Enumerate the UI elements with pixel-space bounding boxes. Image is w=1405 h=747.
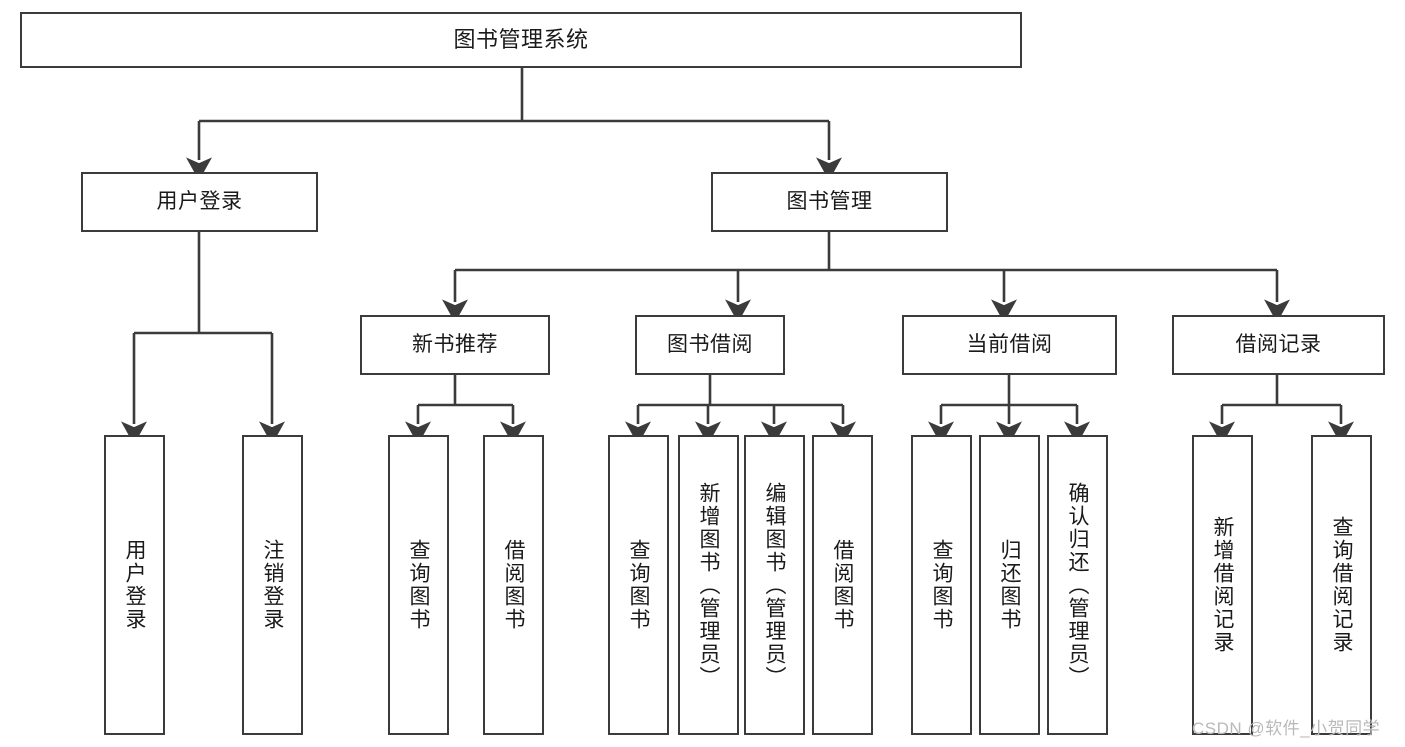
leaf-borrow-add-book-label: 新增图书（管理员） — [697, 481, 720, 689]
leaf-recommend-borrow-book-label: 借阅图书 — [502, 539, 525, 631]
leaf-recommend-query-book-label: 查询图书 — [407, 539, 430, 631]
leaf-recommend-query-book[interactable]: 查询图书 — [388, 435, 449, 735]
node-user-login[interactable]: 用户登录 — [81, 172, 318, 232]
leaf-record-query-record-label: 查询借阅记录 — [1330, 516, 1353, 654]
node-new-book-recommend-label: 新书推荐 — [412, 333, 498, 357]
node-borrow-record-label: 借阅记录 — [1235, 333, 1322, 357]
node-user-login-label: 用户登录 — [156, 190, 243, 214]
csdn-watermark: CSDN @软件_小贺同学 — [1192, 719, 1381, 738]
leaf-user-login-login[interactable]: 用户登录 — [104, 435, 165, 735]
leaf-borrow-borrow-book[interactable]: 借阅图书 — [812, 435, 873, 735]
leaf-current-return-book[interactable]: 归还图书 — [979, 435, 1040, 735]
leaf-current-confirm-return-label: 确认归还（管理员） — [1066, 481, 1089, 689]
leaf-current-query-book[interactable]: 查询图书 — [911, 435, 972, 735]
node-book-borrow[interactable]: 图书借阅 — [635, 315, 785, 375]
node-book-management-label: 图书管理 — [786, 190, 873, 214]
leaf-borrow-add-book[interactable]: 新增图书（管理员） — [678, 435, 739, 735]
leaf-user-login-logout-label: 注销登录 — [261, 539, 284, 631]
node-book-management[interactable]: 图书管理 — [711, 172, 948, 232]
leaf-record-add-record[interactable]: 新增借阅记录 — [1192, 435, 1253, 735]
node-root-system[interactable]: 图书管理系统 — [20, 12, 1022, 68]
leaf-borrow-query-book-label: 查询图书 — [627, 539, 650, 631]
leaf-borrow-query-book[interactable]: 查询图书 — [608, 435, 669, 735]
leaf-user-login-logout[interactable]: 注销登录 — [242, 435, 303, 735]
node-borrow-record[interactable]: 借阅记录 — [1172, 315, 1385, 375]
leaf-borrow-borrow-book-label: 借阅图书 — [831, 539, 854, 631]
leaf-borrow-edit-book-label: 编辑图书（管理员） — [763, 481, 786, 689]
leaf-record-query-record[interactable]: 查询借阅记录 — [1311, 435, 1372, 735]
leaf-record-add-record-label: 新增借阅记录 — [1211, 516, 1234, 654]
leaf-user-login-login-label: 用户登录 — [123, 539, 146, 631]
node-current-borrow[interactable]: 当前借阅 — [902, 315, 1117, 375]
leaf-recommend-borrow-book[interactable]: 借阅图书 — [483, 435, 544, 735]
leaf-current-confirm-return[interactable]: 确认归还（管理员） — [1047, 435, 1108, 735]
node-current-borrow-label: 当前借阅 — [966, 333, 1053, 357]
leaf-current-return-book-label: 归还图书 — [998, 539, 1021, 631]
node-new-book-recommend[interactable]: 新书推荐 — [360, 315, 550, 375]
leaf-borrow-edit-book[interactable]: 编辑图书（管理员） — [744, 435, 805, 735]
node-book-borrow-label: 图书借阅 — [667, 333, 753, 357]
node-root-system-label: 图书管理系统 — [453, 26, 589, 52]
leaf-current-query-book-label: 查询图书 — [930, 539, 953, 631]
